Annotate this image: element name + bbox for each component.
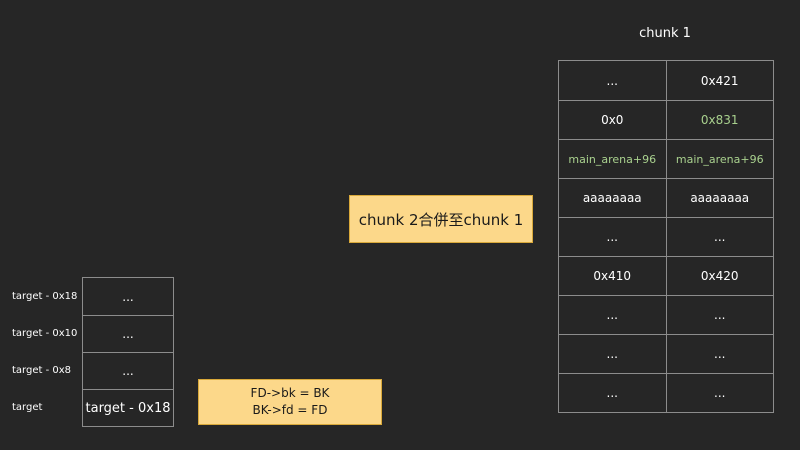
chunk1-cell: 0x410 bbox=[593, 269, 632, 283]
chunk1-row: 0x410 0x420 bbox=[559, 256, 773, 295]
chunk1-row: main_arena+96 main_arena+96 bbox=[559, 139, 773, 178]
chunk1-cell: ... bbox=[606, 308, 618, 322]
merge-note-text: chunk 2合併至chunk 1 bbox=[358, 210, 524, 229]
target-offset-label: target - 0x10 bbox=[12, 328, 78, 339]
chunk1-title: chunk 1 bbox=[639, 26, 691, 41]
chunk1-row: ... 0x421 bbox=[559, 61, 773, 100]
chunk1-row: 0x0 0x831 bbox=[559, 100, 773, 139]
merge-note: chunk 2合併至chunk 1 bbox=[349, 195, 533, 243]
chunk1-table: ... 0x421 0x0 0x831 main_arena+96 main_a… bbox=[558, 60, 774, 413]
chunk1-row: ... ... bbox=[559, 373, 773, 412]
target-table: ... ... ... target - 0x18 bbox=[82, 277, 174, 427]
chunk1-row: ... ... bbox=[559, 217, 773, 256]
chunk1-cell: ... bbox=[606, 230, 618, 244]
chunk1-cell: ... bbox=[665, 374, 774, 412]
target-cell: ... bbox=[83, 352, 173, 389]
unlink-note: FD->bk = BK BK->fd = FD bbox=[198, 379, 382, 425]
chunk1-row: ... ... bbox=[559, 334, 773, 373]
target-cell: target - 0x18 bbox=[83, 389, 173, 426]
chunk1-cell: ... bbox=[665, 218, 774, 256]
chunk1-cell: ... bbox=[606, 347, 618, 361]
chunk1-cell: main_arena+96 bbox=[665, 140, 774, 178]
chunk1-cell: 0x420 bbox=[665, 257, 774, 295]
target-offset-label: target - 0x18 bbox=[12, 291, 78, 302]
chunk1-row: ... ... bbox=[559, 295, 773, 334]
chunk1-cell: ... bbox=[606, 386, 618, 400]
bk-fd-line: BK->fd = FD bbox=[252, 403, 328, 417]
chunk1-cell: aaaaaaaa bbox=[665, 179, 774, 217]
fd-bk-line: FD->bk = BK bbox=[250, 386, 330, 400]
chunk1-cell: 0x831 bbox=[665, 101, 774, 139]
chunk1-cell: 0x0 bbox=[601, 113, 624, 127]
chunk1-cell: main_arena+96 bbox=[568, 152, 657, 166]
chunk1-cell: aaaaaaaa bbox=[582, 191, 642, 205]
target-cell: ... bbox=[83, 315, 173, 352]
target-offset-label: target - 0x8 bbox=[12, 365, 72, 376]
target-labels: target - 0x18 target - 0x10 target - 0x8… bbox=[12, 278, 82, 426]
target-cell: ... bbox=[122, 289, 134, 304]
chunk1-cell: ... bbox=[665, 296, 774, 334]
chunk1-row: aaaaaaaa aaaaaaaa bbox=[559, 178, 773, 217]
chunk1-cell: ... bbox=[665, 335, 774, 373]
chunk1-cell: 0x421 bbox=[665, 61, 774, 100]
chunk1-cell: ... bbox=[606, 73, 618, 88]
target-offset-label: target bbox=[12, 402, 43, 413]
